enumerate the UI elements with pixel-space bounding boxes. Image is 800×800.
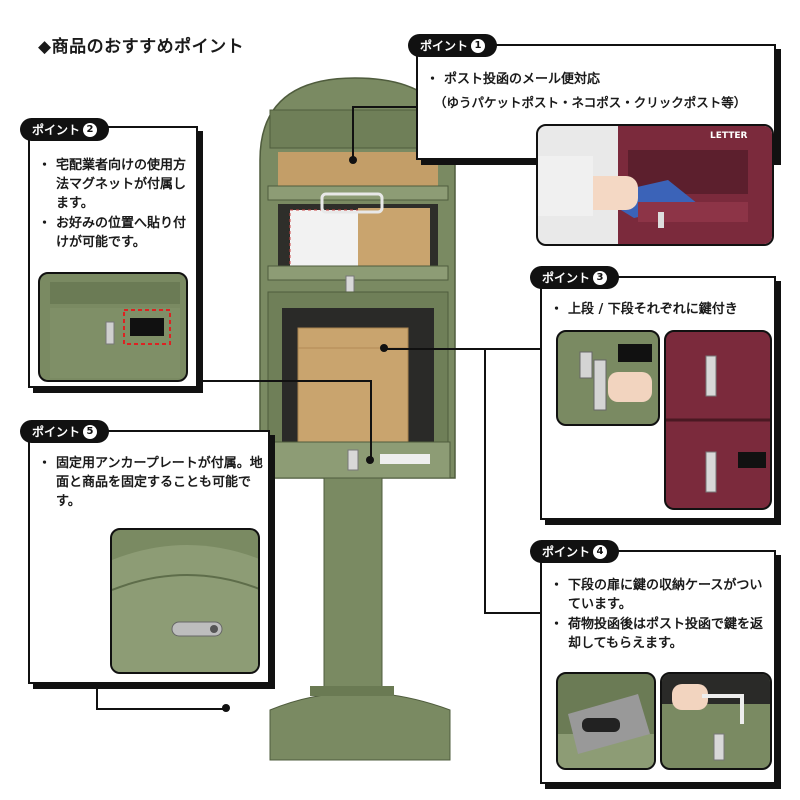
connector-dot-5 [222, 704, 230, 712]
point-4-bullet-1: 下段の扉に鍵の収納ケースがついています。 [550, 576, 768, 614]
point-3-number: 3 [593, 270, 608, 285]
connector-dot-1 [349, 156, 357, 164]
point-3-photo-lock [556, 330, 660, 426]
point-1-photo: LETTER [536, 124, 774, 246]
point-4-bullet-2: 荷物投函後はポスト投函で鍵を返却してもらえます。 [550, 615, 768, 653]
connector-line-4b [484, 612, 542, 614]
point-3-bullet-1: 上段 / 下段それぞれに鍵付き [550, 300, 774, 319]
mailbox-product-image [259, 77, 456, 761]
point-1-bullets: ポスト投函のメール便対応 [426, 70, 770, 90]
connector-line-1b [352, 106, 418, 108]
point-4-photo-case [556, 672, 656, 770]
point-5-bullet-1: 固定用アンカープレートが付属。地面と商品を固定することも可能です。 [38, 454, 264, 511]
point-3-bullets: 上段 / 下段それぞれに鍵付き [550, 300, 774, 320]
letter-label: LETTER [710, 131, 748, 141]
point-2-number: 2 [83, 122, 98, 137]
point-3-photo-doors [664, 330, 772, 510]
point-5-photo-anchor [110, 528, 260, 674]
point-2-photo [38, 272, 188, 382]
point-2-bullet-1: 宅配業者向けの使用方法マグネットが付属します。 [38, 156, 190, 213]
connector-line-2 [182, 380, 372, 382]
point-4-bullets: 下段の扉に鍵の収納ケースがついています。 荷物投函後はポスト投函で鍵を返却しても… [550, 576, 768, 654]
connector-line-5 [96, 686, 98, 710]
connector-dot-2 [366, 456, 374, 464]
connector-line-3 [384, 348, 542, 350]
point-4-number: 4 [593, 544, 608, 559]
point-2-bullets: 宅配業者向けの使用方法マグネットが付属します。 お好みの位置へ貼り付けが可能です… [38, 156, 190, 253]
connector-line-4 [484, 348, 486, 614]
point-5-number: 5 [83, 424, 98, 439]
point-1-subtext: （ゆうパケットポスト・ネコポス・クリックポスト等） [434, 95, 747, 110]
point-1-number: 1 [471, 38, 486, 53]
point-2-bullet-2: お好みの位置へ貼り付けが可能です。 [38, 214, 190, 252]
connector-dot-3 [380, 344, 388, 352]
page-title: ◆商品のおすすめポイント [38, 37, 245, 57]
point-1-bullet-1: ポスト投函のメール便対応 [426, 70, 770, 89]
connector-line-5b [96, 708, 226, 710]
point-4-photo-return [660, 672, 772, 770]
point-5-bullets: 固定用アンカープレートが付属。地面と商品を固定することも可能です。 [38, 454, 264, 512]
connector-line-1 [352, 106, 354, 162]
connector-line-2b [370, 380, 372, 460]
